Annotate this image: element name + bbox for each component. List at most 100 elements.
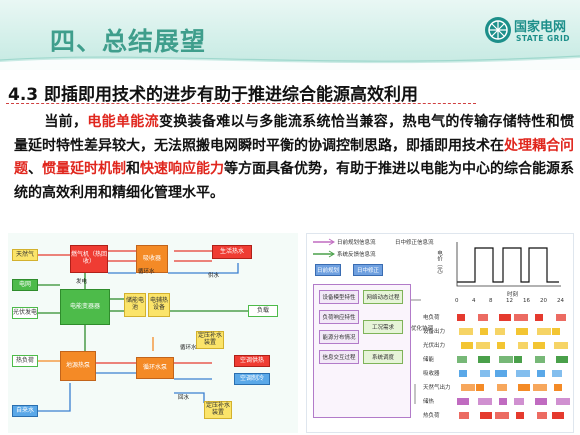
body-paragraph: 当前，电能单能流变换装备难以与多能流系统恰当兼容，热电气的传输存储特性和惯量延时… bbox=[14, 111, 574, 205]
gantt-row-label: 储热 bbox=[423, 399, 435, 405]
item-energy-distribution: 能源分布情况 bbox=[319, 330, 359, 344]
gantt-block bbox=[457, 314, 465, 321]
label-optimize: 优化协调 bbox=[411, 326, 434, 332]
box-load: 负载 bbox=[248, 305, 278, 317]
box-circulation-pump: 循环水泵 bbox=[136, 357, 174, 379]
box-chp: 燃气机（热回收） bbox=[70, 245, 108, 273]
time-tick: 8 bbox=[489, 298, 493, 304]
gantt-block bbox=[497, 384, 507, 391]
gantt-block bbox=[497, 342, 505, 349]
price-step-chart bbox=[456, 242, 561, 287]
gantt-row-label: 热负荷 bbox=[423, 413, 440, 419]
logo-text-en: STATE GRID bbox=[516, 34, 570, 43]
y-axis-label: 电价（元） bbox=[436, 250, 442, 278]
text-run: 当前， bbox=[44, 114, 88, 130]
gantt-block bbox=[514, 314, 528, 321]
gantt-block bbox=[535, 398, 547, 405]
box-ac-heating: 空调供热 bbox=[234, 355, 270, 367]
time-tick: 12 bbox=[506, 298, 513, 304]
box-pressure-b: 定压补水装置 bbox=[204, 401, 232, 419]
gantt-block bbox=[516, 412, 524, 419]
state-grid-emblem-icon bbox=[485, 17, 511, 43]
gantt-row-label: 吸收器 bbox=[423, 371, 440, 377]
item-dispatch: 系统调度 bbox=[363, 350, 403, 364]
gantt-block bbox=[535, 314, 543, 321]
state-grid-logo: 国家电网 STATE GRID bbox=[484, 14, 574, 48]
text-run: 等方面具备优势，有助于推进以电能为中心的综合能源系统的高效利用和精细化管理水平。 bbox=[14, 161, 574, 201]
gantt-block bbox=[537, 412, 547, 419]
gantt-block bbox=[552, 412, 564, 419]
box-aux-heat: 电辅热设备 bbox=[148, 293, 170, 317]
heading-divider bbox=[6, 103, 476, 104]
gantt-block bbox=[461, 342, 473, 349]
label-supply: 供水 bbox=[208, 273, 220, 279]
label-return: 回水 bbox=[178, 395, 190, 401]
text-run: 、 bbox=[28, 161, 42, 177]
gantt-row-label: 光伏出力 bbox=[423, 343, 446, 349]
legend-feedback: 系统反馈信息流 bbox=[337, 252, 376, 258]
box-grid: 电网 bbox=[12, 279, 38, 291]
gantt-block bbox=[554, 342, 568, 349]
text-run: 和 bbox=[126, 161, 140, 177]
time-tick: 4 bbox=[472, 298, 476, 304]
highlight-single-flow: 电能单能流 bbox=[87, 114, 159, 130]
item-network-dynamics: 网络动态过程 bbox=[363, 290, 403, 304]
gantt-block bbox=[495, 328, 505, 335]
item-load-response: 负荷响应特性 bbox=[319, 310, 359, 324]
box-storage: 储能电池 bbox=[124, 293, 146, 317]
gantt-block bbox=[533, 384, 547, 391]
legend-current: 日前规划信息流 bbox=[337, 240, 376, 246]
box-ac-cooling: 空调制冷 bbox=[234, 373, 270, 385]
gantt-block bbox=[516, 328, 528, 335]
box-absorption: 吸收器 bbox=[136, 245, 168, 273]
gantt-block bbox=[537, 328, 551, 335]
gantt-block bbox=[478, 398, 492, 405]
gantt-block bbox=[518, 342, 528, 349]
box-pressure-a: 定压补水装置 bbox=[196, 331, 224, 349]
slide-title: 四、总结展望 bbox=[50, 27, 207, 56]
gantt-block bbox=[537, 370, 545, 377]
gantt-block bbox=[552, 328, 560, 335]
gantt-block bbox=[495, 370, 507, 377]
label-circulation-1: 循环水 bbox=[138, 269, 155, 275]
item-demand: 工况需求 bbox=[363, 320, 403, 334]
gantt-block bbox=[480, 412, 492, 419]
flow-lines bbox=[38, 250, 248, 412]
logo-text-cn: 国家电网 bbox=[514, 20, 567, 35]
title-swoosh bbox=[0, 55, 580, 72]
gantt-block bbox=[535, 356, 545, 363]
box-pv: 光伏发电 bbox=[12, 307, 38, 319]
gantt-row-label: 电负荷 bbox=[423, 315, 440, 321]
time-tick: 16 bbox=[523, 298, 530, 304]
label-power-gen: 发电 bbox=[76, 279, 88, 285]
highlight-inertia: 惯量延时机制 bbox=[42, 161, 126, 177]
text-run: 变换装备难以与多能流系统恰当兼容，热电气的传输存储特性和惯量延时特性差异较大，无… bbox=[14, 114, 575, 154]
box-intraday: 日中修正 bbox=[353, 264, 383, 276]
scheduling-panel: 日前规划信息流 系统反馈信息流 日中修正信息流 日前规划 日中修正 设备模型特性… bbox=[306, 233, 574, 433]
legend-forecast: 日中修正信息流 bbox=[395, 240, 434, 246]
time-tick: 0 bbox=[455, 298, 459, 304]
gantt-block bbox=[516, 370, 530, 377]
gantt-block bbox=[518, 384, 530, 391]
gantt-block bbox=[461, 384, 475, 391]
time-tick: 20 bbox=[540, 298, 547, 304]
gantt-block bbox=[556, 398, 570, 405]
x-axis-label: 时刻 bbox=[507, 292, 519, 298]
gantt-block bbox=[533, 342, 545, 349]
energy-flow-diagram: 天然气 电网 光伏发电 热负荷 自来水 燃气机（热回收） 吸收器 生活热水 电能… bbox=[8, 233, 298, 433]
gantt-block bbox=[459, 328, 473, 335]
gantt-block bbox=[499, 356, 513, 363]
gantt-block bbox=[478, 356, 490, 363]
box-ground-source: 地源热泵 bbox=[60, 351, 96, 381]
highlight-response: 快速响应能力 bbox=[140, 161, 224, 177]
box-power-station: 电能变器器 bbox=[60, 289, 110, 325]
box-day-ahead: 日前规划 bbox=[315, 264, 341, 276]
gantt-block bbox=[480, 328, 488, 335]
box-heat-source: 热负荷 bbox=[12, 355, 38, 367]
time-tick: 24 bbox=[557, 298, 564, 304]
gantt-block bbox=[457, 356, 467, 363]
gantt-block bbox=[459, 412, 469, 419]
box-gas: 天然气 bbox=[12, 249, 38, 261]
box-hot-water-out: 生活热水 bbox=[212, 245, 252, 259]
section-heading: 4.3 即插即用技术的进步有助于推进综合能源高效利用 bbox=[8, 85, 419, 105]
